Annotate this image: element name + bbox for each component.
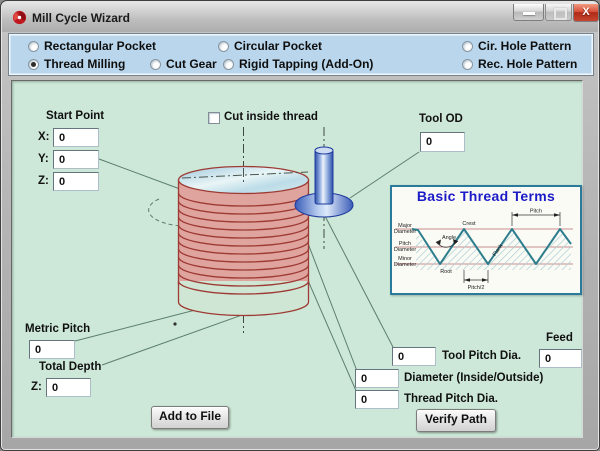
- tool-od-label: Tool OD: [419, 113, 463, 125]
- radio-label: Thread Milling: [44, 57, 126, 71]
- total-depth-z-label: Z:: [31, 381, 42, 393]
- svg-text:Diameter: Diameter: [394, 229, 416, 235]
- basic-thread-terms-inset: Basic Thread Terms: [390, 185, 582, 295]
- coil-body: [177, 179, 310, 285]
- window-title: Mill Cycle Wizard: [32, 11, 130, 25]
- start-point-title: Start Point: [46, 110, 105, 122]
- minor-diameter-label: Minor: [398, 256, 412, 262]
- radio-icon: [150, 58, 161, 70]
- radio-label: Rigid Tapping (Add-On): [239, 57, 374, 71]
- title-bar[interactable]: Mill Cycle Wizard X: [2, 2, 599, 32]
- pitch-diameter-label: Pitch: [399, 241, 411, 247]
- hidden-arc: [148, 198, 187, 227]
- thread-pitch-dia-label: Thread Pitch Dia.: [404, 393, 498, 405]
- angle-label: Angle: [442, 235, 456, 241]
- start-y-label: Y:: [38, 153, 49, 165]
- radio-circular-pocket[interactable]: Circular Pocket: [218, 39, 322, 53]
- leader-line-start-point: [98, 158, 181, 190]
- radio-label: Circular Pocket: [234, 39, 323, 53]
- pitch-half-label: Pitch/2: [468, 285, 485, 291]
- tool-pitch-dia-input[interactable]: [392, 347, 436, 366]
- thread-coils: [177, 192, 310, 295]
- radio-label: Rectangular Pocket: [44, 39, 157, 53]
- start-x-input[interactable]: [53, 128, 99, 147]
- close-button[interactable]: X: [573, 4, 599, 22]
- minimize-button[interactable]: [513, 4, 544, 21]
- maximize-button[interactable]: [545, 4, 572, 21]
- start-z-label: Z:: [38, 175, 49, 187]
- major-diameter-label: Major: [398, 223, 412, 229]
- start-z-input[interactable]: [53, 172, 99, 191]
- feed-input[interactable]: [539, 349, 582, 368]
- svg-text:Diameter: Diameter: [394, 262, 416, 268]
- reference-dot: [173, 322, 177, 326]
- cylinder-base: [177, 281, 310, 317]
- minimize-icon: [523, 12, 535, 15]
- dimension-arrows: [436, 213, 560, 282]
- metric-pitch-input[interactable]: [29, 340, 75, 359]
- tool-od-input[interactable]: [420, 132, 465, 152]
- add-to-file-button[interactable]: Add to File: [151, 406, 229, 429]
- radio-label: Cut Gear: [166, 57, 217, 71]
- top-center-mark: [181, 168, 309, 184]
- cycle-type-panel: Rectangular Pocket Circular Pocket Cir. …: [9, 34, 593, 75]
- radio-label: Cir. Hole Pattern: [478, 39, 572, 53]
- radio-rectangular-pocket[interactable]: Rectangular Pocket: [28, 39, 156, 53]
- inset-title: Basic Thread Terms: [416, 188, 556, 204]
- root-label: Root: [440, 269, 452, 275]
- start-y-input[interactable]: [53, 150, 99, 169]
- radio-label: Rec. Hole Pattern: [478, 57, 578, 71]
- pitch-dim-label: Pitch: [530, 209, 542, 215]
- cut-inside-thread-checkbox[interactable]: [208, 112, 220, 124]
- start-x-label: X:: [38, 131, 50, 143]
- maximize-icon: [554, 8, 567, 20]
- metric-pitch-label: Metric Pitch: [25, 323, 91, 335]
- wizard-main-panel: Start Point X: Y: Z: Cut inside thread T…: [11, 80, 583, 438]
- tool-shank-top: [314, 146, 334, 155]
- radio-cut-gear[interactable]: Cut Gear: [150, 57, 217, 71]
- radio-rigid-tapping[interactable]: Rigid Tapping (Add-On): [223, 57, 373, 71]
- leader-line-tool-od: [349, 151, 420, 199]
- radio-icon: [28, 40, 39, 52]
- thread-profile-line: [411, 228, 572, 265]
- radio-icon: [223, 58, 234, 70]
- verify-path-button[interactable]: Verify Path: [416, 409, 496, 432]
- crest-label: Crest: [462, 221, 476, 227]
- dimension-lines: [435, 212, 561, 283]
- diameter-input[interactable]: [355, 369, 399, 388]
- radio-icon-selected: [28, 58, 39, 70]
- radio-icon: [462, 58, 473, 70]
- close-icon: X: [582, 6, 590, 18]
- app-logo-icon: [12, 10, 27, 25]
- feed-label: Feed: [546, 332, 573, 344]
- tool-shank: [314, 149, 334, 205]
- thread-mill-tool: [294, 146, 354, 218]
- tool-pitch-dia-label: Tool Pitch Dia.: [442, 350, 522, 362]
- leader-line-diameter: [303, 232, 358, 372]
- svg-text:Diameter: Diameter: [394, 247, 416, 253]
- total-depth-input[interactable]: [46, 378, 91, 397]
- leader-line-tool-pitch-dia: [324, 215, 395, 350]
- radio-icon: [462, 40, 473, 52]
- total-depth-title: Total Depth: [39, 361, 102, 373]
- thread-terms-diagram: Major Diameter Pitch Diameter Minor Diam…: [394, 209, 573, 291]
- diameter-label: Diameter (Inside/Outside): [404, 372, 544, 384]
- radio-rec-hole-pattern[interactable]: Rec. Hole Pattern: [462, 57, 577, 71]
- radio-cir-hole-pattern[interactable]: Cir. Hole Pattern: [462, 39, 571, 53]
- thread-pitch-dia-input[interactable]: [355, 390, 399, 409]
- radio-thread-milling[interactable]: Thread Milling: [28, 57, 125, 71]
- radio-icon: [218, 40, 229, 52]
- thread-mill-schematic: [74, 127, 420, 394]
- cut-inside-thread-label: Cut inside thread: [224, 111, 318, 123]
- leader-lines: [74, 151, 420, 394]
